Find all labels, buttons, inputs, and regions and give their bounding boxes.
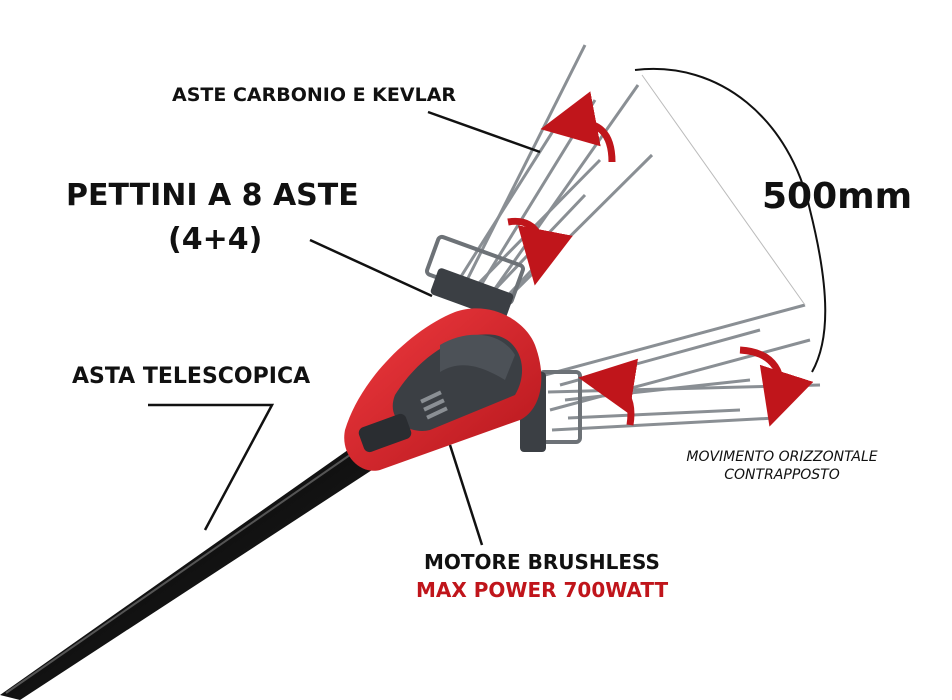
label-combs-count: (4+4)	[168, 222, 263, 257]
leader-lines	[148, 110, 541, 546]
upper-comb-holder	[425, 234, 525, 320]
label-motor: MOTORE BRUSHLESS	[424, 550, 660, 574]
label-power: MAX POWER 700WATT	[416, 578, 669, 602]
label-combs: PETTINI A 8 ASTE	[66, 178, 359, 213]
rotation-arrows	[507, 91, 814, 427]
label-width-dimension: 500mm	[762, 176, 913, 217]
motor-housing	[344, 308, 542, 471]
dimension-line	[641, 74, 806, 306]
label-movement: MOVIMENTO ORIZZONTALE CONTRAPPOSTO	[662, 448, 902, 484]
label-movement-line-1: MOVIMENTO ORIZZONTALE	[686, 449, 878, 465]
label-rods-material: ASTE CARBONIO E KEVLAR	[172, 84, 457, 106]
upper-comb	[453, 44, 654, 308]
dimension-bracket	[634, 67, 827, 373]
telescopic-pole	[0, 445, 372, 700]
label-movement-line-2: CONTRAPPOSTO	[724, 467, 840, 483]
label-telescopic-pole: ASTA TELESCOPICA	[72, 364, 311, 389]
